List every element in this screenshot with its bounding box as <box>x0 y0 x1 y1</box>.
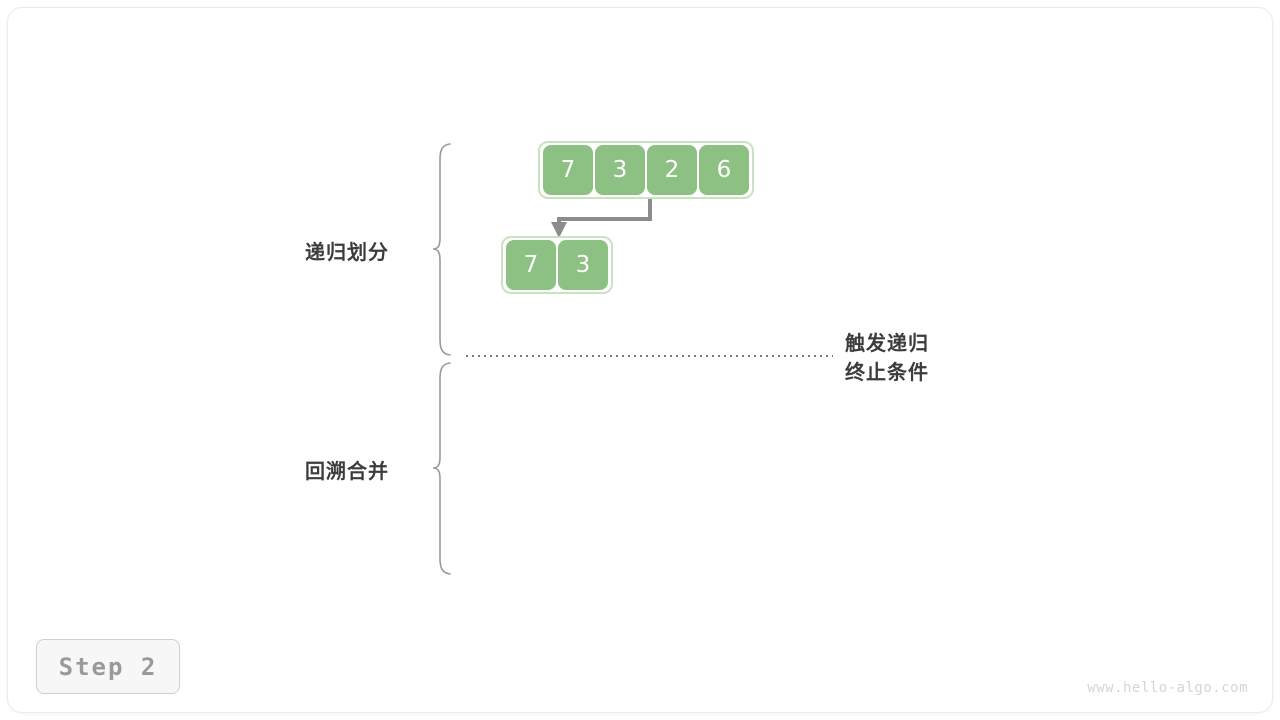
annotation-line-2: 终止条件 <box>845 360 929 384</box>
left-subarray: 7 3 <box>501 236 613 294</box>
root-array: 7 3 2 6 <box>538 141 754 199</box>
array-cell[interactable]: 7 <box>506 240 556 290</box>
array-cell[interactable]: 7 <box>543 145 593 195</box>
label-recursive-partition: 递归划分 <box>305 240 389 264</box>
array-cell[interactable]: 3 <box>558 240 608 290</box>
array-cell[interactable]: 3 <box>595 145 645 195</box>
annotation-line-1: 触发递归 <box>845 331 929 355</box>
step-badge-label: Step 2 <box>58 652 158 681</box>
array-cell[interactable]: 2 <box>647 145 697 195</box>
label-backtrack-merge: 回溯合并 <box>305 459 389 483</box>
array-cell[interactable]: 6 <box>699 145 749 195</box>
page-frame <box>8 8 1272 712</box>
annotation-base-case: 触发递归 终止条件 <box>845 329 929 387</box>
step-badge: Step 2 <box>36 639 180 694</box>
watermark: www.hello-algo.com <box>1087 680 1248 696</box>
